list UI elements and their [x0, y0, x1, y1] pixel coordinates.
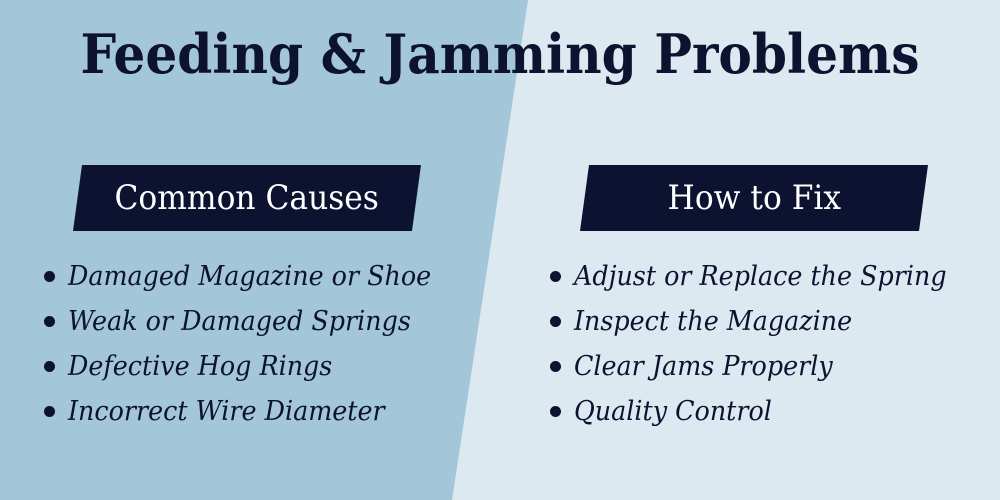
bullet-icon [550, 316, 561, 327]
common-causes-heading: Common Causes [114, 178, 380, 218]
bullet-icon [44, 316, 55, 327]
list-item: Damaged Magazine or Shoe [44, 254, 454, 299]
list-item: Defective Hog Rings [44, 344, 454, 389]
list-item: Inspect the Magazine [550, 299, 970, 344]
list-item: Clear Jams Properly [550, 344, 970, 389]
bullet-icon [550, 271, 561, 282]
list-item: Adjust or Replace the Spring [550, 254, 970, 299]
how-to-fix-banner: How to Fix [580, 165, 928, 231]
bullet-icon [550, 361, 561, 372]
list-item: Quality Control [550, 389, 970, 434]
bullet-icon [550, 406, 561, 417]
bullet-icon [44, 271, 55, 282]
how-to-fix-list: Adjust or Replace the Spring Inspect the… [550, 254, 970, 434]
common-causes-banner: Common Causes [73, 165, 421, 231]
list-item: Incorrect Wire Diameter [44, 389, 454, 434]
how-to-fix-heading: How to Fix [667, 178, 841, 218]
bullet-icon [44, 406, 55, 417]
page-title: Feeding & Jamming Problems [80, 22, 920, 86]
common-causes-list: Damaged Magazine or Shoe Weak or Damaged… [44, 254, 454, 434]
list-item: Weak or Damaged Springs [44, 299, 454, 344]
bullet-icon [44, 361, 55, 372]
